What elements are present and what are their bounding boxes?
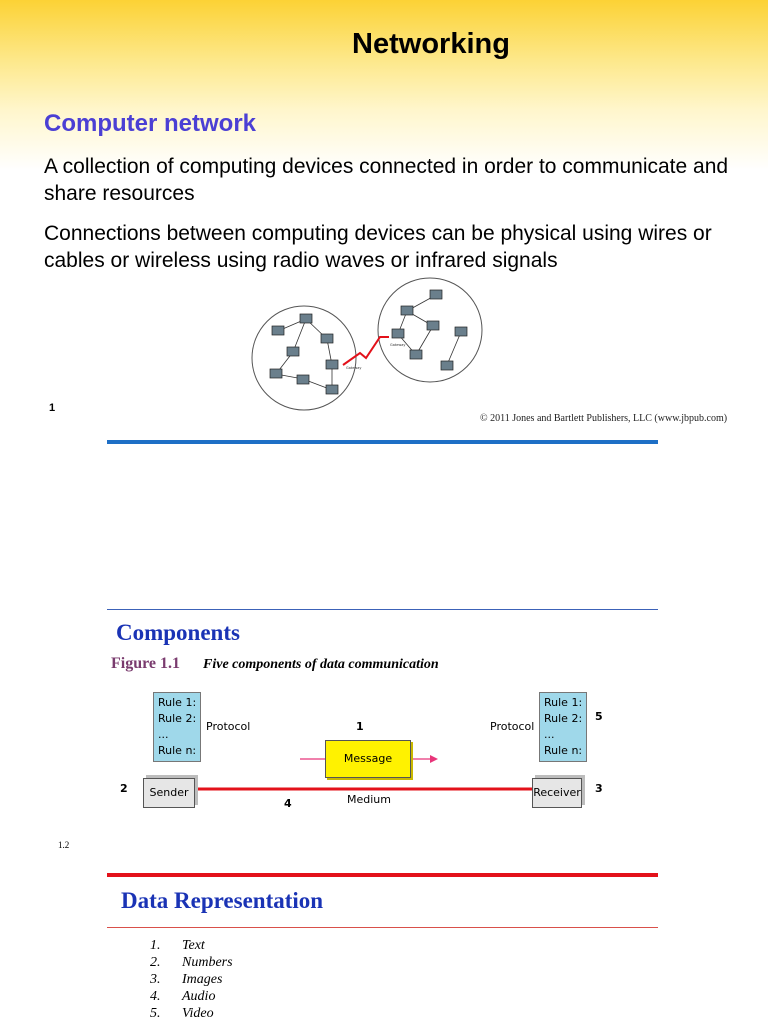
page-number: 1.2 <box>58 840 70 850</box>
list-number: 2. <box>150 955 161 970</box>
computer-icon <box>320 333 334 344</box>
rule-line: Rule 1: <box>544 696 583 709</box>
receiver-device: Receiver <box>532 778 582 808</box>
protocol-label-right: Protocol <box>490 720 535 733</box>
right-network-circle <box>377 277 483 383</box>
slide-networking: Networking Computer network A collection… <box>0 0 768 444</box>
gateway-label-left: Gateway <box>346 366 361 370</box>
computer-icon <box>426 320 440 331</box>
computer-icon <box>286 346 300 357</box>
rule-line: Rule 1: <box>158 696 197 709</box>
sender-protocol-rules: Rule 1: Rule 2: ... Rule n: <box>153 692 201 762</box>
divider <box>107 609 658 610</box>
divider <box>107 927 658 928</box>
computer-icon <box>400 305 414 316</box>
receiver-number: 3 <box>595 782 603 795</box>
list-number: 3. <box>150 972 161 987</box>
computer-icon <box>440 360 454 371</box>
rule-line: ... <box>544 728 555 741</box>
gateway-label-right: Gateway <box>390 343 405 347</box>
list-number: 5. <box>150 1006 161 1021</box>
arrowhead-icon <box>430 755 438 763</box>
rule-line: Rule 2: <box>544 712 583 725</box>
network-diagram: Gateway Gateway <box>251 277 483 411</box>
computer-icon <box>454 326 468 337</box>
message-box: Message <box>325 740 411 778</box>
sender-number: 2 <box>120 782 128 795</box>
computer-icons <box>269 289 468 395</box>
computer-icon <box>271 325 285 336</box>
computer-icon <box>325 384 339 395</box>
connections-paragraph: Connections between computing devices ca… <box>44 222 712 272</box>
list-label: Numbers <box>182 955 233 970</box>
divider <box>107 873 658 877</box>
computer-icon <box>296 374 310 385</box>
divider <box>107 440 658 444</box>
list-item: 2. Numbers <box>150 954 233 971</box>
left-network-circle <box>251 305 357 411</box>
slide-title: Components <box>116 620 240 645</box>
receiver-protocol-rules: Rule 1: Rule 2: ... Rule n: <box>539 692 587 762</box>
rule-line: Rule n: <box>158 744 197 757</box>
sender-device: Sender <box>143 778 195 808</box>
medium-number: 4 <box>284 797 292 810</box>
gateway-link <box>342 336 389 366</box>
page-number: 1 <box>49 402 56 414</box>
computer-icon <box>429 289 443 300</box>
rule-line: Rule 2: <box>158 712 197 725</box>
rule-line: Rule n: <box>544 744 583 757</box>
computer-icon <box>269 368 283 379</box>
list-label: Images <box>182 972 223 987</box>
section-heading: Computer network <box>44 110 257 137</box>
list-label: Text <box>182 938 205 953</box>
rule-line: ... <box>158 728 169 741</box>
computer-icon <box>299 313 313 324</box>
list-item: 1. Text <box>150 937 233 954</box>
list-item: 3. Images <box>150 971 233 988</box>
figure-caption: Five components of data communication <box>203 657 439 672</box>
list-item: 5. Video <box>150 1005 233 1022</box>
computer-icon <box>325 359 339 370</box>
list-number: 1. <box>150 938 161 953</box>
protocol-label-left: Protocol <box>206 720 251 733</box>
protocol-number: 5 <box>595 710 603 723</box>
copyright-notice: © 2011 Jones and Bartlett Publishers, LL… <box>480 413 728 424</box>
data-types-list: 1. Text 2. Numbers 3. Images 4. Audio 5. Vide… <box>150 937 233 1022</box>
list-label: Audio <box>182 989 216 1004</box>
definition-paragraph: A collection of computing devices connec… <box>44 155 729 205</box>
list-number: 4. <box>150 989 161 1004</box>
slide-title: Data Representation <box>121 888 324 913</box>
computer-icon <box>409 349 423 360</box>
medium-label: Medium <box>347 793 391 806</box>
slide-title: Networking <box>352 28 510 60</box>
message-number: 1 <box>356 720 364 733</box>
list-item: 4. Audio <box>150 988 233 1005</box>
figure-label: Figure 1.1 <box>111 655 181 672</box>
computer-icon <box>391 328 405 339</box>
list-label: Video <box>182 1006 214 1021</box>
